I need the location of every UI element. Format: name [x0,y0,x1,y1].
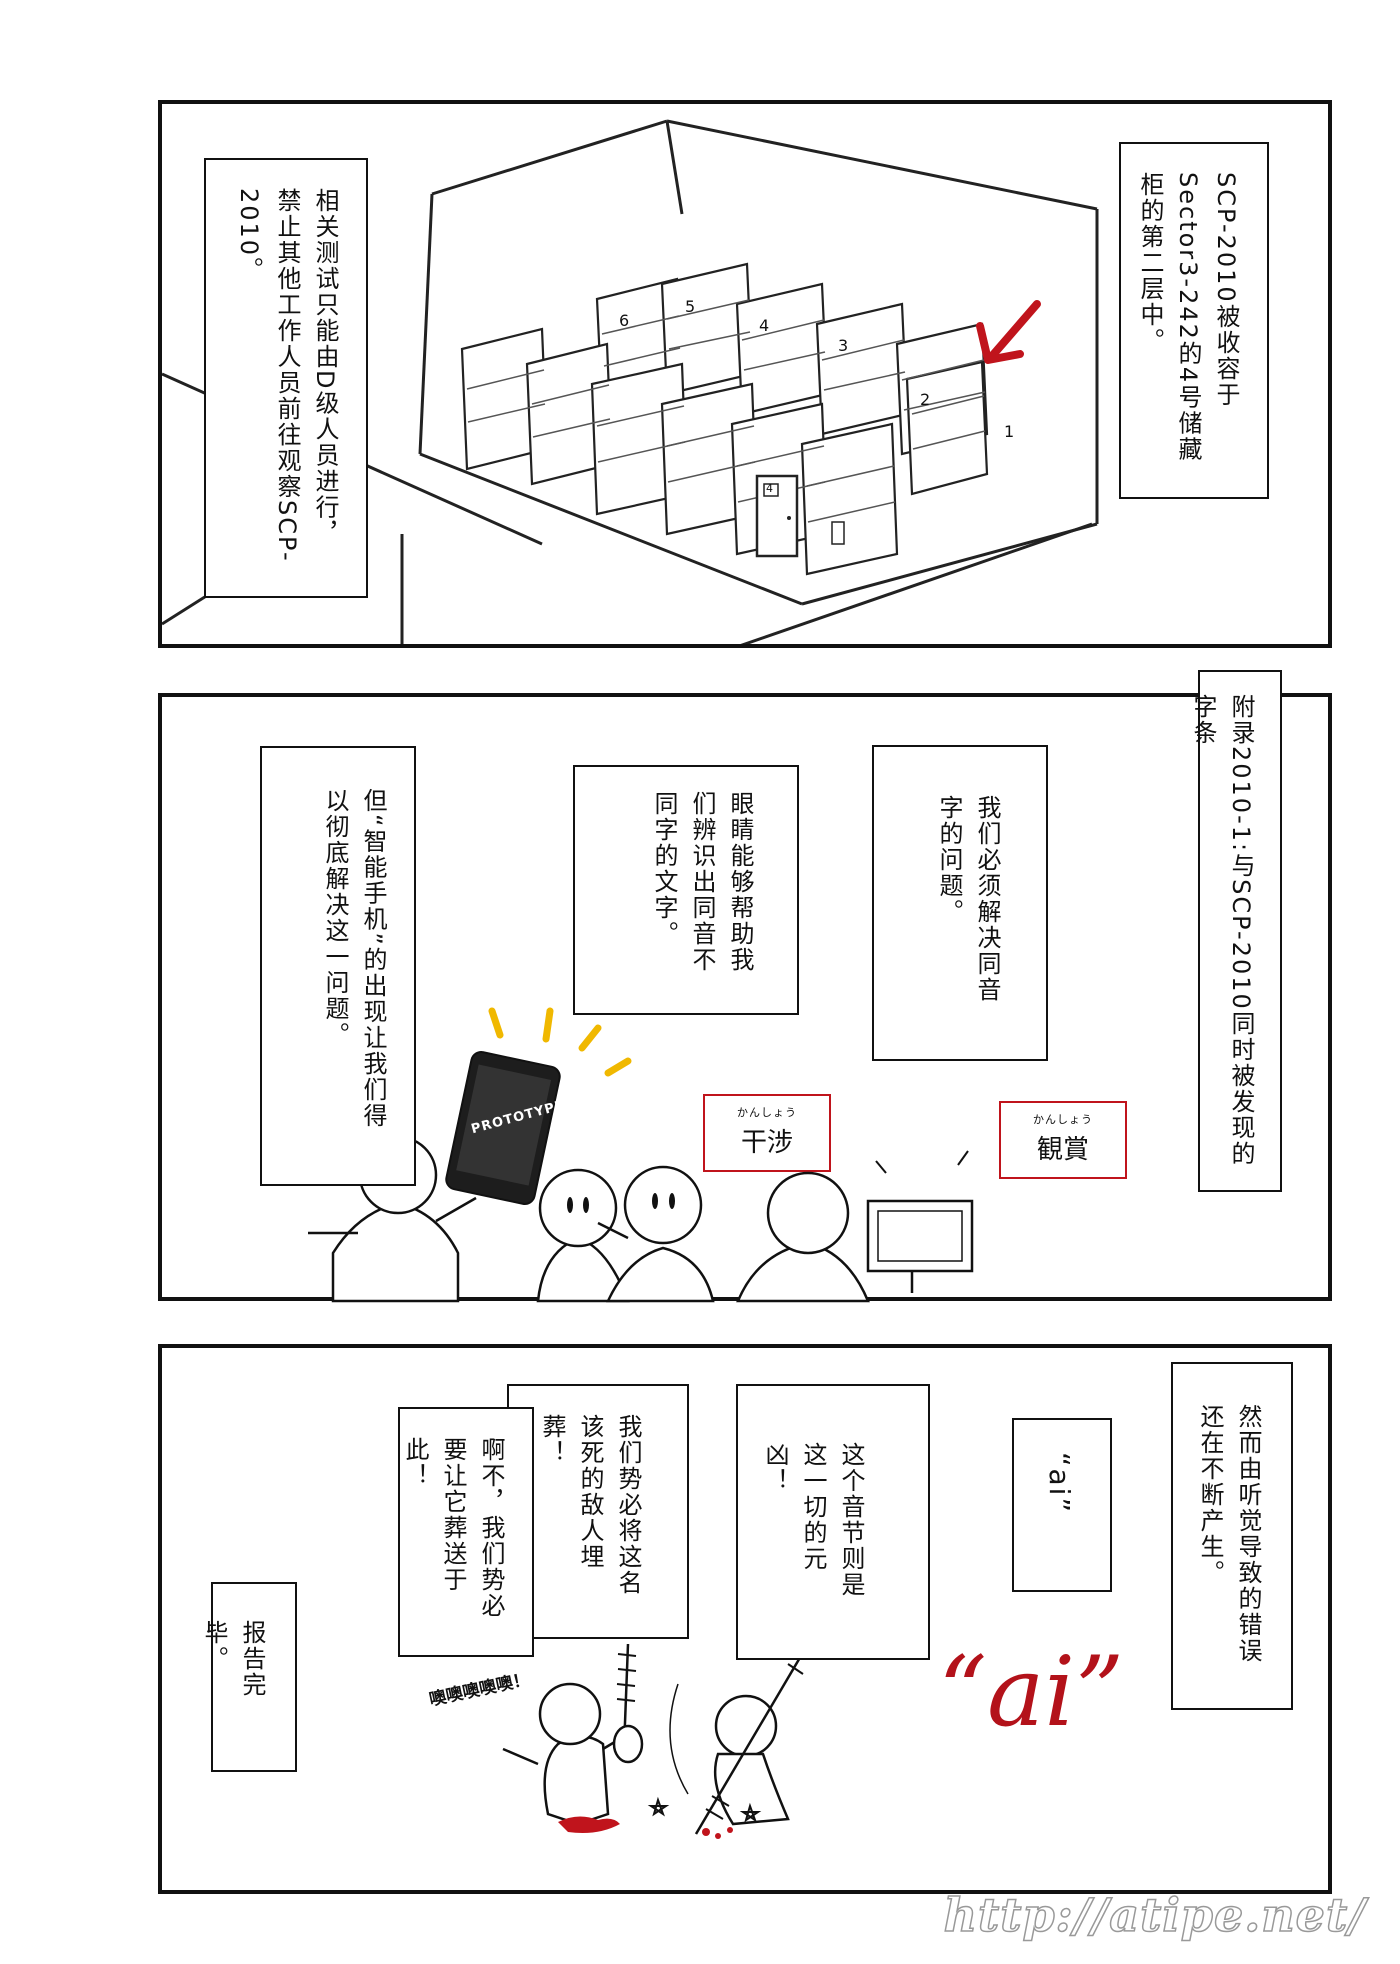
panel-3-characters [502,1643,814,1839]
quote-ai-box: “ai” [1012,1418,1112,1592]
shout-ai: “ai” [938,1636,1125,1748]
label-2-ruby: かんしょう [1033,1113,1093,1126]
bubble-smartphone: 但“智能手机”的出现让我们得以彻底解决这一问题。 [260,746,416,1186]
watermark: http://atipe.net/ [943,1887,1366,1943]
bubble-homophones: 我们必须解决同音字的问题。 [872,745,1048,1061]
shelf-number-2: 2 [920,390,931,409]
shelf-number-4: 4 [759,316,770,335]
door-number: 4 [766,482,773,495]
label-1-word: 干涉 [740,1128,793,1158]
shelf-number-5: 5 [685,297,696,316]
caption-report-end: 报告完毕。 [200,1582,297,1772]
bubble-bury: 我们势必将这名该死的敌人埋葬！ [507,1384,689,1639]
shelf-number-6: 6 [619,311,630,330]
bubble-culprit: 这个音节则是这一切的元凶！ [736,1384,930,1660]
shelf-number-3: 3 [838,336,849,355]
label-1-ruby: かんしょう [737,1106,797,1119]
panel-2-characters [308,1007,974,1303]
label-kanshou-appreciate: かんしょう 観賞 [999,1101,1127,1179]
caption-test-restriction: 相关测试只能由D级人员进行，禁止其他工作人员前往观察SCP-2010。 [204,158,368,598]
caption-appendix: 附录2010-1:与SCP-2010同时被发现的字条 [1189,670,1282,1192]
shelf-number-1: 1 [1004,422,1015,441]
bubble-eyes: 眼睛能够帮助我们辨识出同音不同字的文字。 [573,765,799,1015]
caption-auditory-errors: 然而由听觉导致的错误还在不断产生。 [1171,1362,1293,1710]
storage-room-illustration [162,119,1099,644]
panel-1: 6 5 4 3 2 1 4 SCP-2010被收容于Sector3-242的4号… [158,100,1332,648]
label-2-word: 観賞 [1036,1135,1089,1165]
bubble-send-off: 啊不，我们势必要让它葬送于此！ [398,1407,534,1657]
label-kanshou-interfere: かんしょう 干涉 [703,1094,831,1172]
caption-containment: SCP-2010被收容于Sector3-242的4号储藏柜的第二层中。 [1119,142,1269,499]
